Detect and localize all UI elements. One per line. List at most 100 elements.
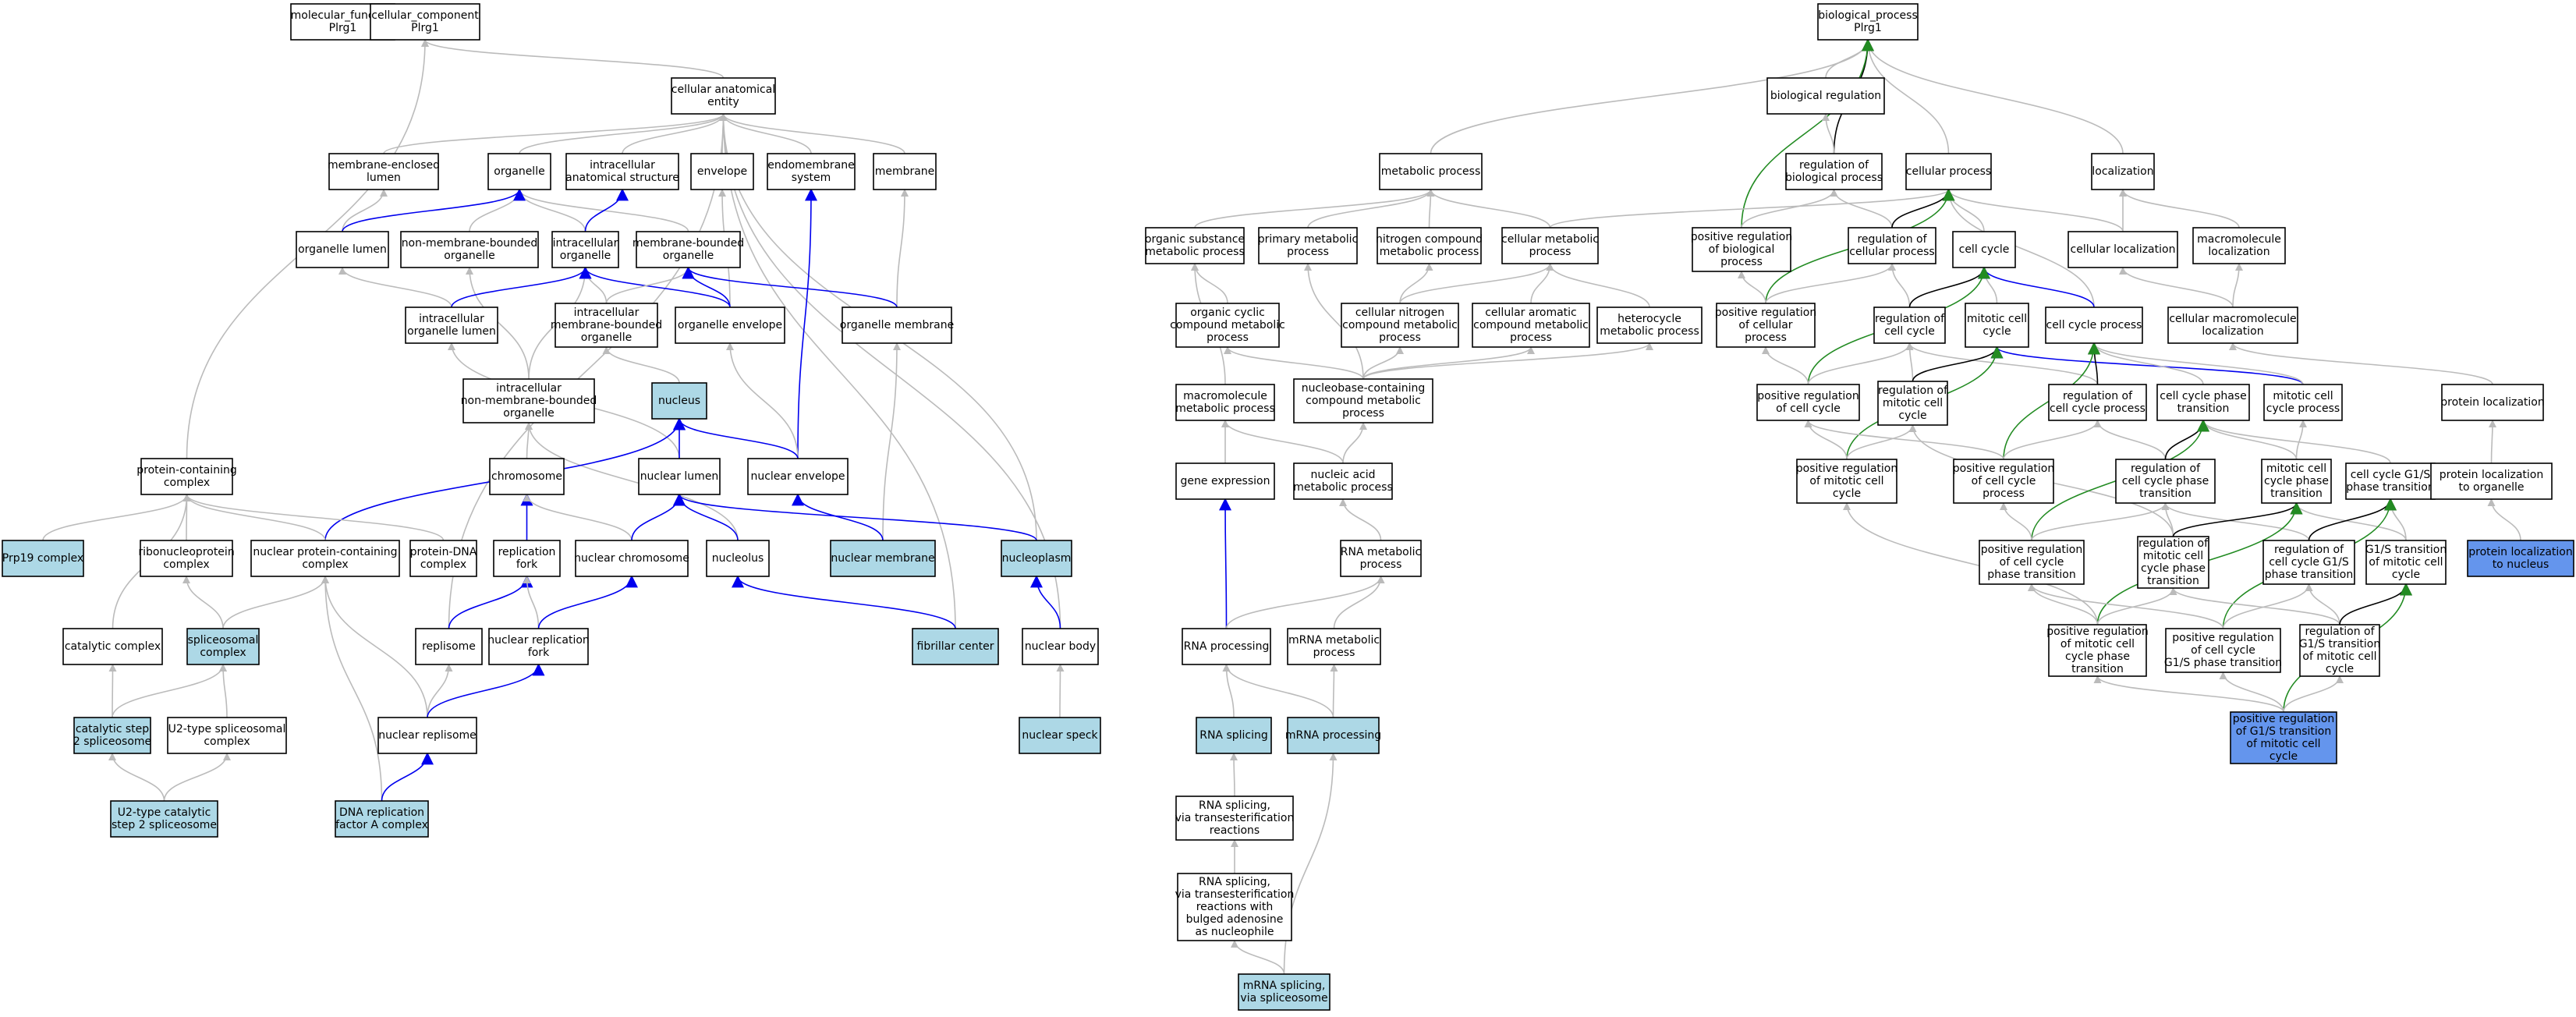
node-nucleoplasm[interactable]: nucleoplasm: [1001, 540, 1072, 577]
node-cell-loc[interactable]: cellular localization: [2068, 231, 2178, 268]
node-inmbo[interactable]: intracellularnon-membrane-boundedorganel…: [461, 378, 597, 423]
node-nuc-env[interactable]: nuclear envelope: [747, 458, 849, 495]
node-nucleus[interactable]: nucleus: [651, 382, 707, 420]
node-bio-reg[interactable]: biological regulation: [1766, 77, 1885, 115]
node-gene-exp[interactable]: gene expression: [1175, 462, 1275, 500]
node-org-env[interactable]: organelle envelope: [675, 307, 785, 344]
node-nuc-chrom[interactable]: nuclear chromosome: [574, 540, 689, 577]
node-cell-cycle[interactable]: cell cycle: [1952, 231, 2016, 268]
node-rsvtrba[interactable]: RNA splicing,via transesterificationreac…: [1175, 873, 1295, 941]
node-nucleolus[interactable]: nucleolus: [706, 540, 770, 577]
node-nuc-body[interactable]: nuclear body: [1022, 628, 1099, 665]
node-met-proc[interactable]: metabolic process: [1379, 153, 1483, 190]
node-ccp[interactable]: cell cycle process: [2045, 307, 2143, 344]
node-nuc-lumen[interactable]: nuclear lumen: [638, 458, 721, 495]
node-mrna-proc[interactable]: mRNA processing: [1285, 717, 1381, 754]
node-prp19[interactable]: Prp19 complex: [2, 540, 84, 577]
node-nuc-speck[interactable]: nuclear speck: [1019, 717, 1101, 754]
node-org-mem[interactable]: organelle membrane: [840, 307, 954, 344]
node-rna-proc[interactable]: RNA processing: [1182, 628, 1271, 665]
node-rsvtr[interactable]: RNA splicing,via transesterificationreac…: [1175, 796, 1295, 841]
node-replisome[interactable]: replisome: [415, 628, 483, 665]
node-org-lumen[interactable]: organelle lumen: [296, 231, 389, 268]
node-organelle[interactable]: organelle: [487, 153, 551, 190]
node-envelope[interactable]: envelope: [690, 153, 754, 190]
node-nuc-mem[interactable]: nuclear membrane: [830, 540, 936, 577]
node-chromosome[interactable]: chromosome: [489, 458, 565, 495]
node-membrane[interactable]: membrane: [873, 153, 937, 190]
node-rna-splicing[interactable]: RNA splicing: [1196, 717, 1272, 754]
node-nuc-replisome[interactable]: nuclear replisome: [377, 717, 477, 754]
node-cell-proc[interactable]: cellular process: [1905, 153, 1992, 190]
node-fib-center[interactable]: fibrillar center: [912, 628, 999, 665]
node-cat-cx[interactable]: catalytic complex: [62, 628, 163, 665]
node-mrna-spl[interactable]: mRNA splicing,via spliceosome: [1238, 973, 1331, 1011]
node-prot-loc[interactable]: protein localization: [2440, 384, 2545, 421]
node-localization[interactable]: localization: [2091, 153, 2155, 190]
